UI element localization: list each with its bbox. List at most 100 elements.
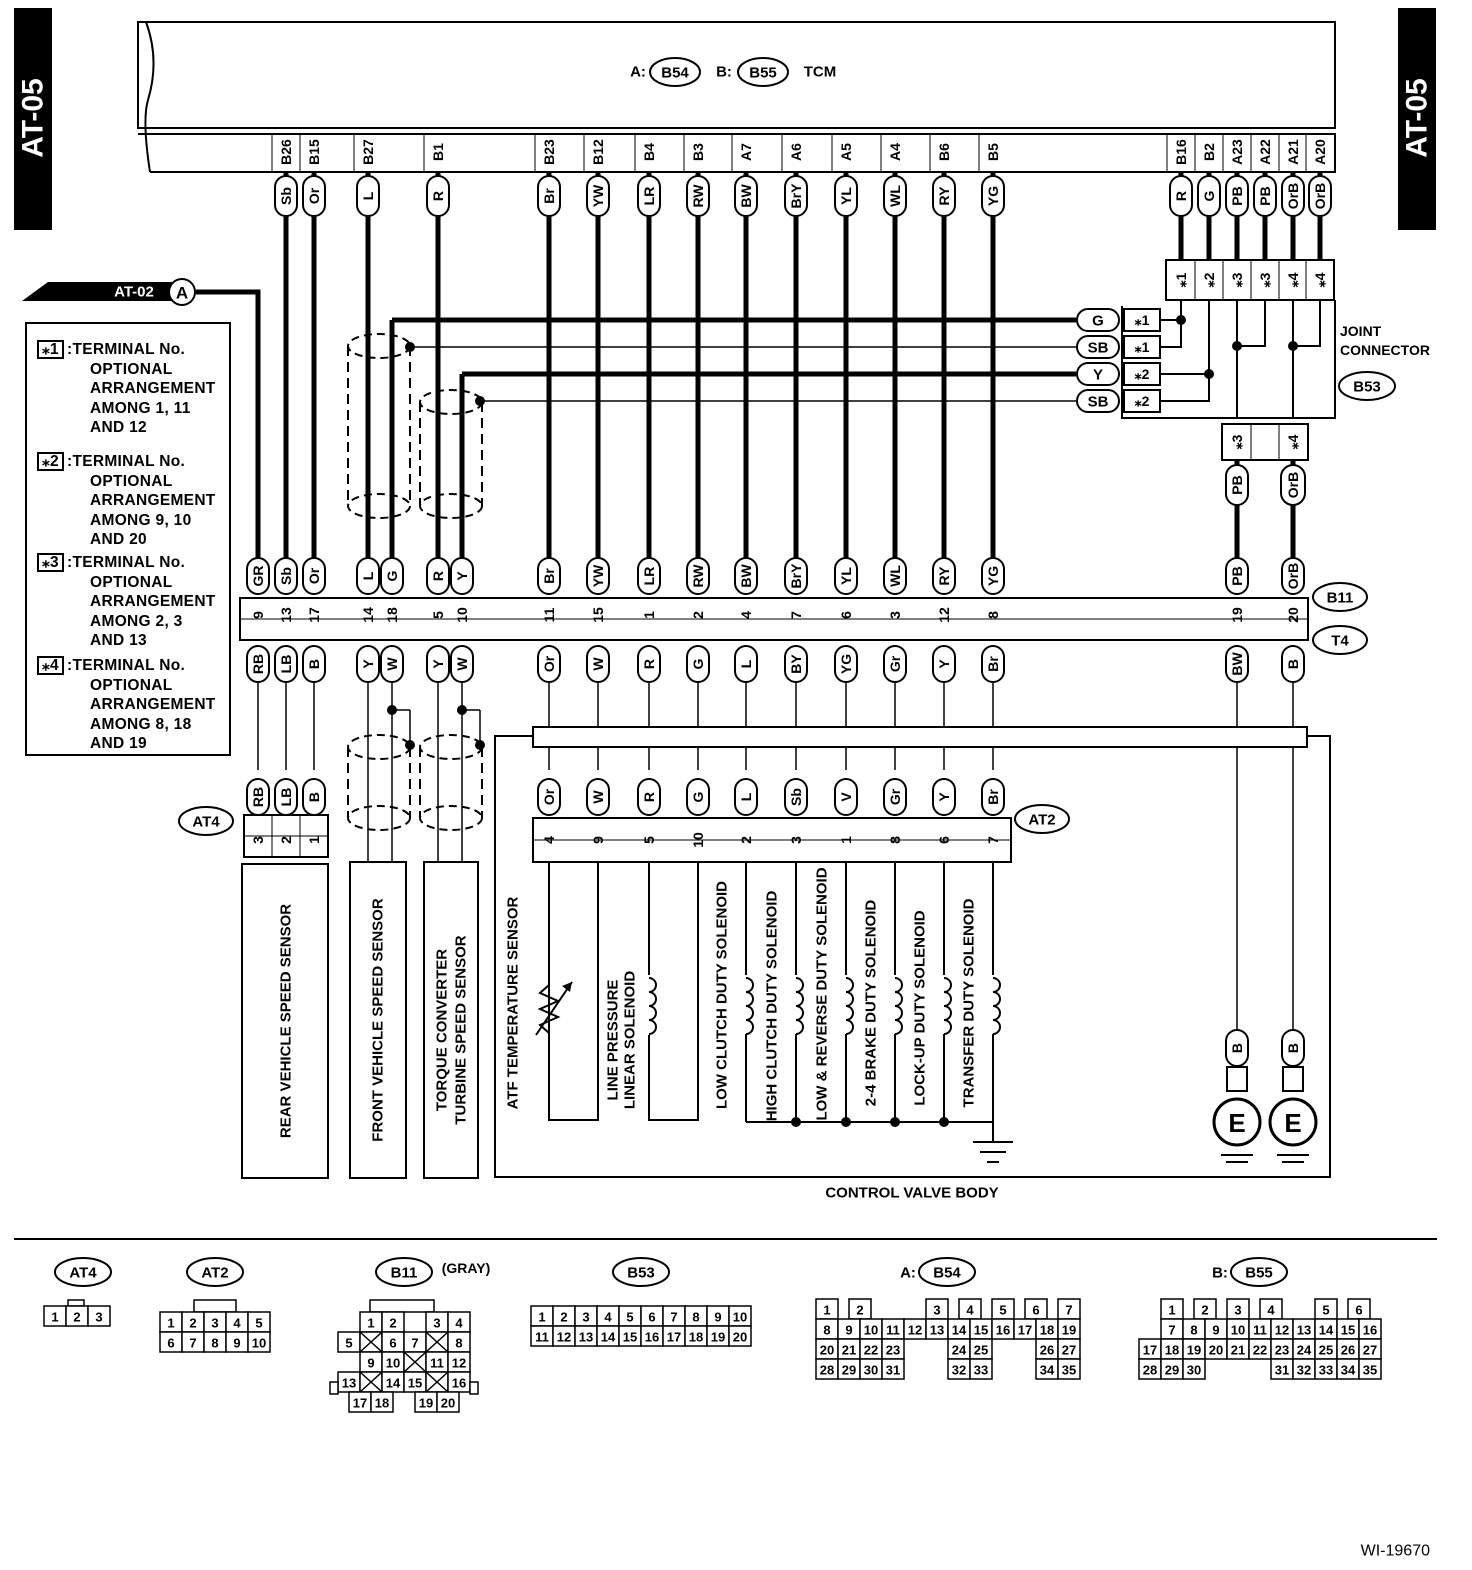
view-b54-pin: 31 <box>886 1363 900 1378</box>
ground-e-circle <box>1268 1097 1318 1147</box>
view-b54-pin: 34 <box>1040 1363 1055 1378</box>
b11-pin-8: 8 <box>985 611 1001 619</box>
at2-wire-color <box>637 778 661 816</box>
view-b55-pin: 21 <box>1231 1343 1245 1358</box>
view-at4-id-text: AT4 <box>69 1265 97 1282</box>
joint-top-term: ⁎3 <box>1229 272 1245 287</box>
view-b55-pin: 13 <box>1297 1323 1311 1338</box>
at2-wire-color-text: Br <box>985 789 1001 805</box>
tcm-pin-A21: A21 <box>1285 139 1301 165</box>
solenoid-coil <box>795 977 804 1035</box>
at2-pin: 5 <box>641 836 657 844</box>
view-b55-pin: 14 <box>1319 1323 1334 1338</box>
shield-front-lower <box>347 805 411 831</box>
front-speed-sensor <box>349 861 407 1179</box>
at2-pin: 9 <box>590 836 606 844</box>
tcm-pin-B4: B4 <box>641 143 657 161</box>
splice-dot <box>1176 315 1186 325</box>
at4-pin: 3 <box>250 836 266 844</box>
tcm-wire-color-B15 <box>302 175 326 217</box>
b11-upper-color <box>302 557 326 595</box>
blank-cavity <box>425 1371 449 1393</box>
at2-pin: 10 <box>690 832 706 848</box>
view-b53-pin: 1 <box>538 1310 545 1325</box>
view-b55-id-text: B55 <box>1245 1265 1273 1282</box>
view-b54-pin: 23 <box>886 1343 900 1358</box>
tcm-wire-color-B23-text: Br <box>541 188 557 204</box>
at4-pin: 1 <box>306 836 322 844</box>
joint-top-term: ⁎2 <box>1201 272 1217 287</box>
legend-line: AMONG 9, 10 <box>90 511 192 529</box>
legend-head: :TERMINAL No. <box>66 657 186 674</box>
view-b53-pin: 17 <box>667 1330 681 1345</box>
b11-pin-17: 17 <box>306 607 322 623</box>
thermistor-arrow <box>535 981 573 1036</box>
tcm-wire-color-A6-text: BrY <box>788 183 804 209</box>
joint-link <box>1160 320 1182 348</box>
ref-circle <box>168 278 196 306</box>
at2-wire-color <box>734 778 758 816</box>
b11-pin-10: 10 <box>454 607 470 623</box>
ground-e-circle <box>1212 1097 1262 1147</box>
splice-dot <box>475 396 485 406</box>
atf-sensor-label: ATF TEMPERATURE SENSOR <box>505 896 522 1109</box>
at2-wire-color-text: V <box>838 792 854 802</box>
view-b54-pin: 4 <box>966 1303 974 1318</box>
legend-line: OPTIONAL <box>90 573 173 591</box>
splice-dot <box>939 1117 949 1127</box>
legend-tag: ⁎3 <box>37 553 64 572</box>
view-b53-pin: 16 <box>645 1330 659 1345</box>
view-b54-pin: 33 <box>974 1363 988 1378</box>
b11-upper-color-text: Or <box>306 567 322 584</box>
view-b55-pin: 31 <box>1275 1363 1289 1378</box>
view-b11-pin: 18 <box>375 1396 389 1411</box>
view-b54-pin: 1 <box>823 1303 830 1318</box>
view-b54-id <box>918 1257 976 1287</box>
latch <box>193 1299 237 1313</box>
view-b11-pin: 3 <box>433 1316 440 1331</box>
b11-lower-color-text: BY <box>788 654 804 674</box>
tcm-connector-b <box>737 57 789 87</box>
rear-speed-sensor <box>241 863 329 1179</box>
tcm-wire-color-B5 <box>981 175 1005 217</box>
view-b11-pin: 6 <box>389 1336 396 1351</box>
tcm-pin-A6: A6 <box>788 143 804 161</box>
legend-line: AMONG 8, 18 <box>90 715 192 733</box>
ref-arrow <box>22 282 172 301</box>
joint-wire-color-text: PB <box>1229 475 1245 494</box>
turbine-speed-sensor <box>423 861 479 1179</box>
at2-pin: 6 <box>936 836 952 844</box>
control-valve-body <box>494 735 1331 1178</box>
b11-upper-color <box>356 557 380 595</box>
view-b11-pin: 12 <box>452 1356 466 1371</box>
solenoid-label-transfer: TRANSFER DUTY SOLENOID <box>961 898 978 1107</box>
joint-side-color <box>1076 389 1120 413</box>
view-b54-pin: 10 <box>864 1323 878 1338</box>
joint-wire-color <box>1225 464 1249 506</box>
view-b55-pin: 9 <box>1212 1323 1219 1338</box>
at4-wire-color-text: LB <box>278 788 294 807</box>
latch <box>369 1299 435 1313</box>
legend-head: :TERMINAL No. <box>66 554 186 571</box>
tcm-wire-color-B3-text: RW <box>690 184 706 208</box>
view-at2-pin: 4 <box>233 1316 241 1331</box>
view-b53-pin: 9 <box>714 1310 721 1325</box>
joint-top-term: ⁎4 <box>1312 272 1328 287</box>
legend-line: ARRANGEMENT <box>90 593 216 610</box>
view-b55-pin: 11 <box>1253 1323 1267 1338</box>
legend-head: :TERMINAL No. <box>66 341 186 358</box>
view-b11-pin: 15 <box>408 1376 422 1391</box>
joint-wire-color <box>1280 464 1306 506</box>
b11-upper-color-text: L <box>360 571 376 580</box>
at2-connector-id-text: AT2 <box>1028 812 1055 829</box>
figure-code: WI-19670 <box>1361 1543 1430 1560</box>
view-b54-pin: 20 <box>820 1343 834 1358</box>
b11-upper-color-text: Sb <box>278 567 294 585</box>
view-b55-pin: 18 <box>1165 1343 1179 1358</box>
joint-bottom-term: ⁎3 <box>1229 434 1245 449</box>
b11-pin-1: 1 <box>641 611 657 619</box>
b11-upper-color <box>380 557 404 595</box>
view-at2-pin: 1 <box>167 1316 174 1331</box>
shield-turbine-lower <box>419 734 483 760</box>
tcm-wire-color-B16 <box>1169 175 1193 217</box>
